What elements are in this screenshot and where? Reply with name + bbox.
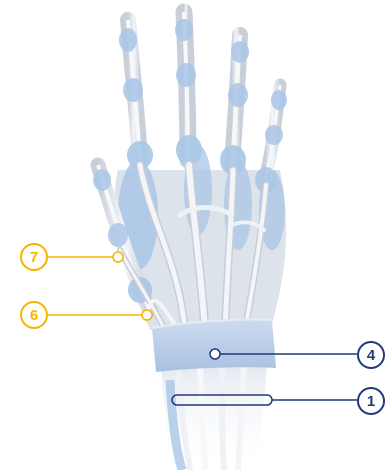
callout-4[interactable]: 4 xyxy=(357,341,385,369)
ring-finger xyxy=(220,35,249,175)
callout-7-label: 7 xyxy=(30,249,38,266)
index-finger xyxy=(119,20,153,169)
little-finger xyxy=(255,85,287,193)
callout-1[interactable]: 1 xyxy=(357,387,385,415)
callout-1-label: 1 xyxy=(367,393,375,410)
callout-7[interactable]: 7 xyxy=(20,243,48,271)
callout-4-label: 4 xyxy=(367,347,375,364)
middle-finger xyxy=(175,12,202,165)
extensor-retinaculum xyxy=(152,319,276,372)
forearm xyxy=(160,355,268,470)
callout-6[interactable]: 6 xyxy=(20,301,48,329)
callout-6-label: 6 xyxy=(30,307,38,324)
